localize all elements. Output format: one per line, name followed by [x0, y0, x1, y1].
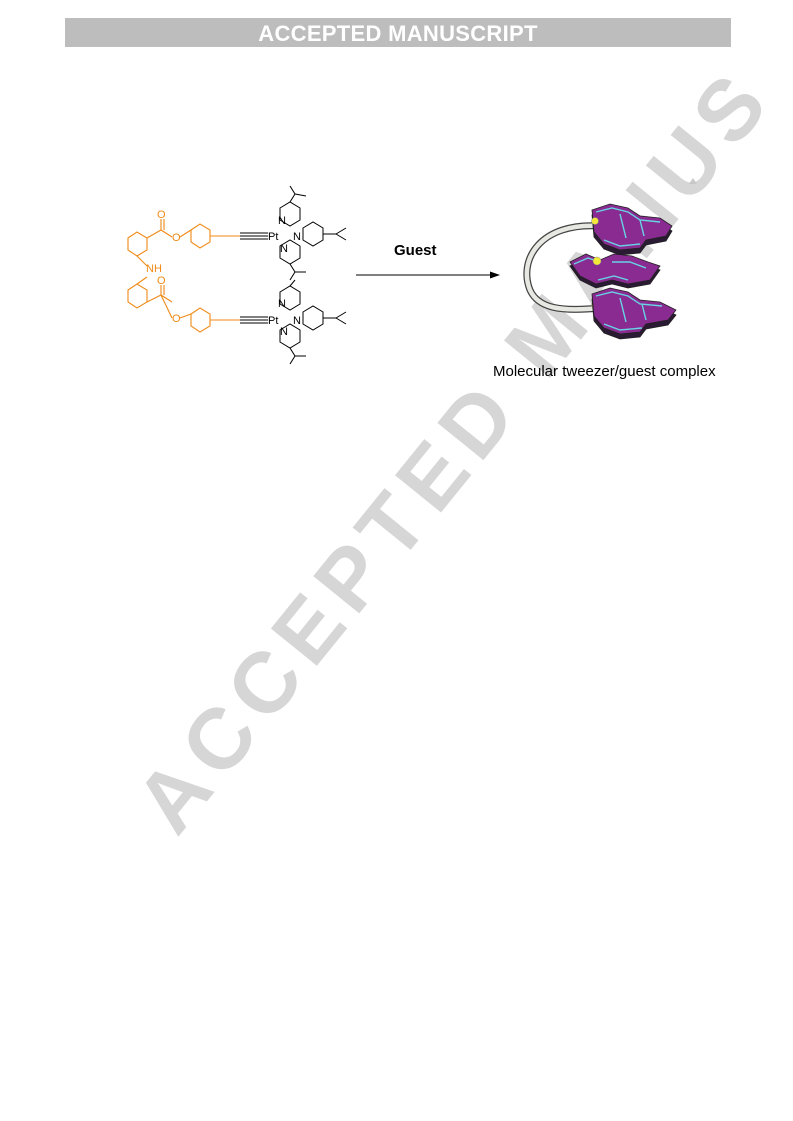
- guest-arrow-label: Guest: [394, 242, 437, 259]
- anthranilate-linker: [127, 219, 240, 333]
- n-label-lower-1: N: [278, 298, 286, 310]
- nh-label: NH: [146, 263, 162, 275]
- n-label-lower-3: N: [280, 326, 288, 338]
- oxygen-label-upper: O: [172, 232, 181, 244]
- n-label-lower-2: N: [293, 315, 301, 327]
- carbonyl-oxygen-lower: O: [157, 275, 166, 287]
- complex-caption: Molecular tweezer/guest complex: [493, 363, 716, 380]
- n-label-upper-1: N: [278, 215, 286, 227]
- oxygen-label-lower: O: [172, 313, 181, 325]
- pt-label-lower: Pt: [268, 315, 278, 327]
- corner-triangle-mark: [689, 178, 697, 184]
- tweezer-complex-illustration: [523, 203, 677, 340]
- reaction-arrow: [356, 271, 500, 279]
- pt-label-upper: Pt: [268, 231, 278, 243]
- accepted-manuscript-banner: ACCEPTED MANUSCRIPT: [65, 18, 731, 47]
- n-label-upper-3: N: [280, 243, 288, 255]
- carbonyl-oxygen-upper: O: [157, 209, 166, 221]
- n-label-upper-2: N: [293, 231, 301, 243]
- tweezer-scheme-graphic: O O NH O O: [127, 178, 697, 365]
- pt-terpyridine-units: [240, 185, 347, 365]
